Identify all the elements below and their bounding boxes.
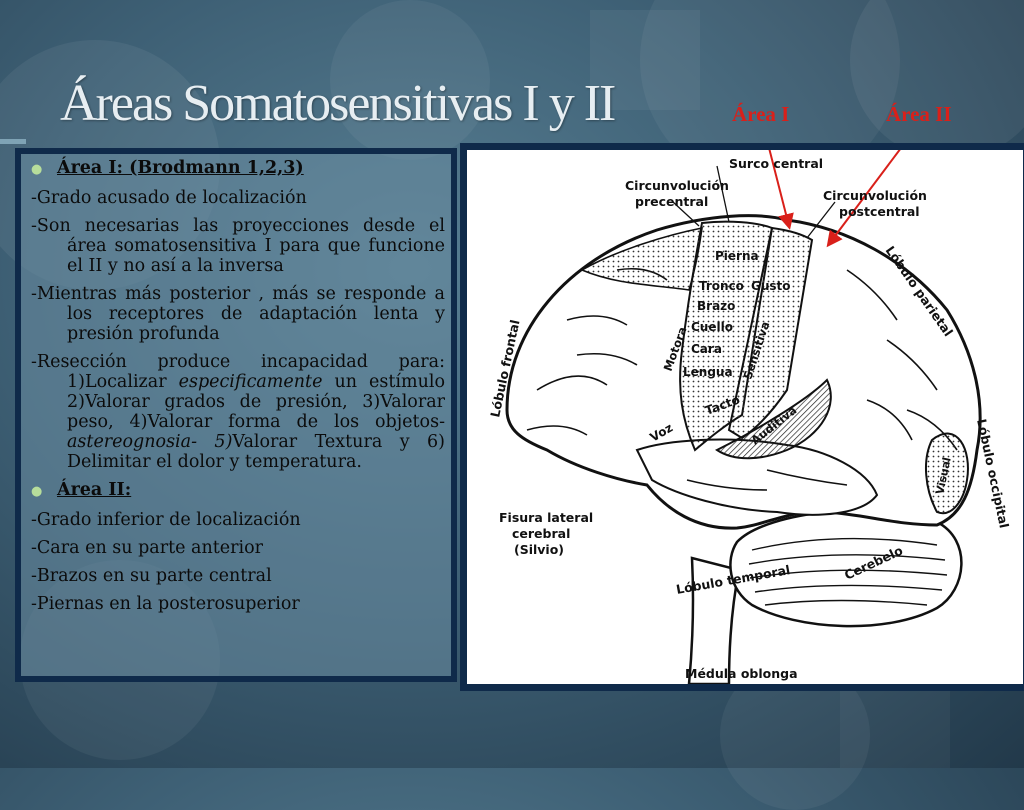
accent-bar (0, 139, 26, 144)
area-1-arrow (768, 150, 794, 230)
area-2-item: -Grado inferior de localización (31, 510, 301, 530)
background-circle (850, 0, 1024, 160)
auditory-area (715, 378, 832, 460)
temporal-lobe-shape (635, 438, 879, 516)
circ-postcentral-label: postcentral (839, 204, 920, 219)
area-1-item: -Grado acusado de localización (31, 188, 307, 208)
bullet-icon: ● (31, 162, 43, 177)
frontal-dotted-area (580, 226, 703, 291)
tronco-label: Tronco (699, 279, 744, 293)
area-1-heading-text: Área I: (Brodmann 1,2,3) (57, 158, 304, 178)
area-2-item: -Brazos en su parte central (31, 566, 272, 586)
motor-cortex-strip (679, 220, 774, 452)
bullet-icon: ● (31, 484, 43, 499)
circ-postcentral-label: Circunvolución (823, 188, 927, 203)
resection-text-b: un estímulo 2)Valorar grados de presión,… (67, 372, 445, 432)
area-2-item: -Piernas en la posterosuperior (31, 594, 300, 614)
medula-label: Médula oblonga (685, 666, 798, 681)
brain-diagram: Surco central Circunvolución precentral … (487, 150, 1012, 684)
brainstem-shape (687, 556, 741, 684)
lengua-label: Lengua (683, 365, 733, 379)
leader-lines (672, 165, 836, 239)
resection-emphasis: especificamente (178, 372, 323, 392)
circ-precentral-label: Circunvolución (625, 178, 729, 193)
resection-text-a: -Resección produce incapacidad para: 1)L… (31, 352, 445, 392)
visual-area (925, 432, 969, 515)
fisura-lateral-label: Fisura lateral (499, 510, 593, 525)
area-1-item: -Son necesarias las proyecciones desde e… (31, 216, 445, 276)
area-1-item: -Mientras más posterior , más se respond… (31, 284, 445, 344)
cuello-label: Cuello (691, 320, 733, 334)
area-2-label: Área II (886, 102, 952, 126)
background-square (840, 690, 950, 768)
lobulo-occipital-label: Lóbulo occipital (974, 418, 1012, 530)
fisura-lateral-label: cerebral (512, 526, 570, 541)
area-2-arrow (826, 150, 901, 248)
text-panel: ● Área I: (Brodmann 1,2,3) -Grado acusad… (15, 148, 457, 682)
brazo-label: Brazo (697, 299, 735, 313)
surco-central-label: Surco central (729, 156, 823, 171)
circ-precentral-label: precentral (635, 194, 708, 209)
area-2-heading: ● Área II: (31, 480, 445, 502)
area-2-heading-text: Área II: (57, 480, 132, 500)
resection-emphasis: astereognosia- 5) (67, 432, 233, 452)
fisura-lateral-label: (Silvio) (514, 542, 564, 557)
cara-label: Cara (691, 342, 722, 356)
area-1-resection-item: -Resección produce incapacidad para: 1)L… (31, 352, 445, 472)
gusto-label: Gusto (751, 279, 791, 293)
area-1-label: Área I (732, 102, 790, 126)
cerebellum-folia (748, 537, 948, 606)
pierna-label: Pierna (715, 249, 759, 263)
area-1-heading: ● Área I: (Brodmann 1,2,3) (31, 158, 445, 180)
resection-text-c: Valorar Textura y 6) Delimitar el dolor … (67, 432, 445, 472)
brain-diagram-panel: Surco central Circunvolución precentral … (460, 143, 1024, 691)
area-2-item: -Cara en su parte anterior (31, 538, 264, 558)
slide-title: Áreas Somatosensitivas I y II (60, 75, 616, 132)
